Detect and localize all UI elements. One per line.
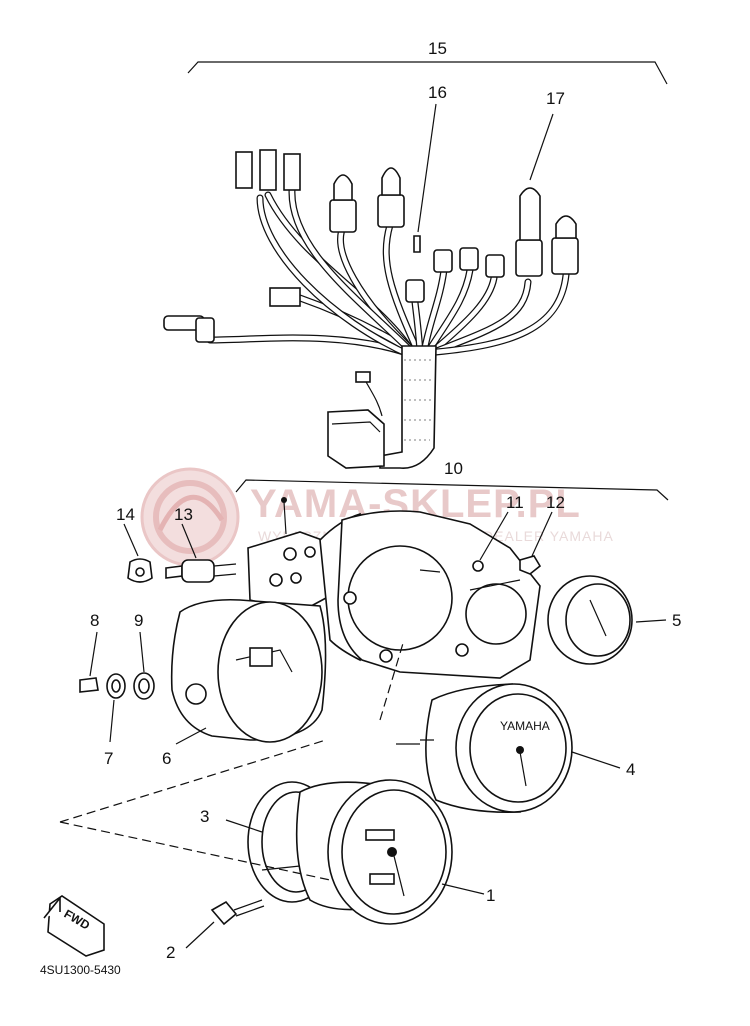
callout-8: 8 [90, 611, 99, 630]
leader-17 [529, 113, 554, 181]
callout-5: 5 [672, 611, 681, 630]
callout-2: 2 [166, 943, 175, 962]
callout-4: 4 [626, 760, 635, 779]
bracket-10 [235, 479, 669, 501]
callout-16: 16 [428, 83, 447, 102]
callout-7: 7 [104, 749, 113, 768]
assembly-line-lower [59, 821, 331, 881]
part-5-fuel-gauge [547, 575, 667, 665]
part-4-tachometer: YAMAHA [396, 683, 621, 814]
leader-16 [417, 103, 437, 233]
callout-11: 11 [506, 493, 524, 512]
callout-15: 15 [428, 39, 447, 58]
callout-9: 9 [134, 611, 143, 630]
callout-13: 13 [174, 505, 193, 524]
callout-10: 10 [444, 459, 463, 478]
tach-brand-text: YAMAHA [500, 719, 550, 733]
callout-3: 3 [200, 807, 209, 826]
callout-6: 6 [162, 749, 171, 768]
assembly-line-left [59, 739, 327, 823]
parts-13-14 [123, 523, 237, 583]
callout-12: 12 [546, 493, 565, 512]
bracket-15 [187, 61, 668, 85]
wire-harness [163, 149, 579, 469]
parts-7-8-9 [79, 631, 155, 743]
part-10-bracket [247, 497, 553, 679]
callout-14: 14 [116, 505, 135, 524]
part-code: 4SU1300-5430 [40, 963, 121, 977]
part-2-bolt [185, 899, 265, 949]
part-6-housing [170, 598, 327, 745]
part-1-speedometer [225, 779, 485, 925]
callout-17: 17 [546, 89, 565, 108]
callout-1: 1 [486, 886, 495, 905]
fwd-arrow-icon: FWD [43, 895, 105, 957]
